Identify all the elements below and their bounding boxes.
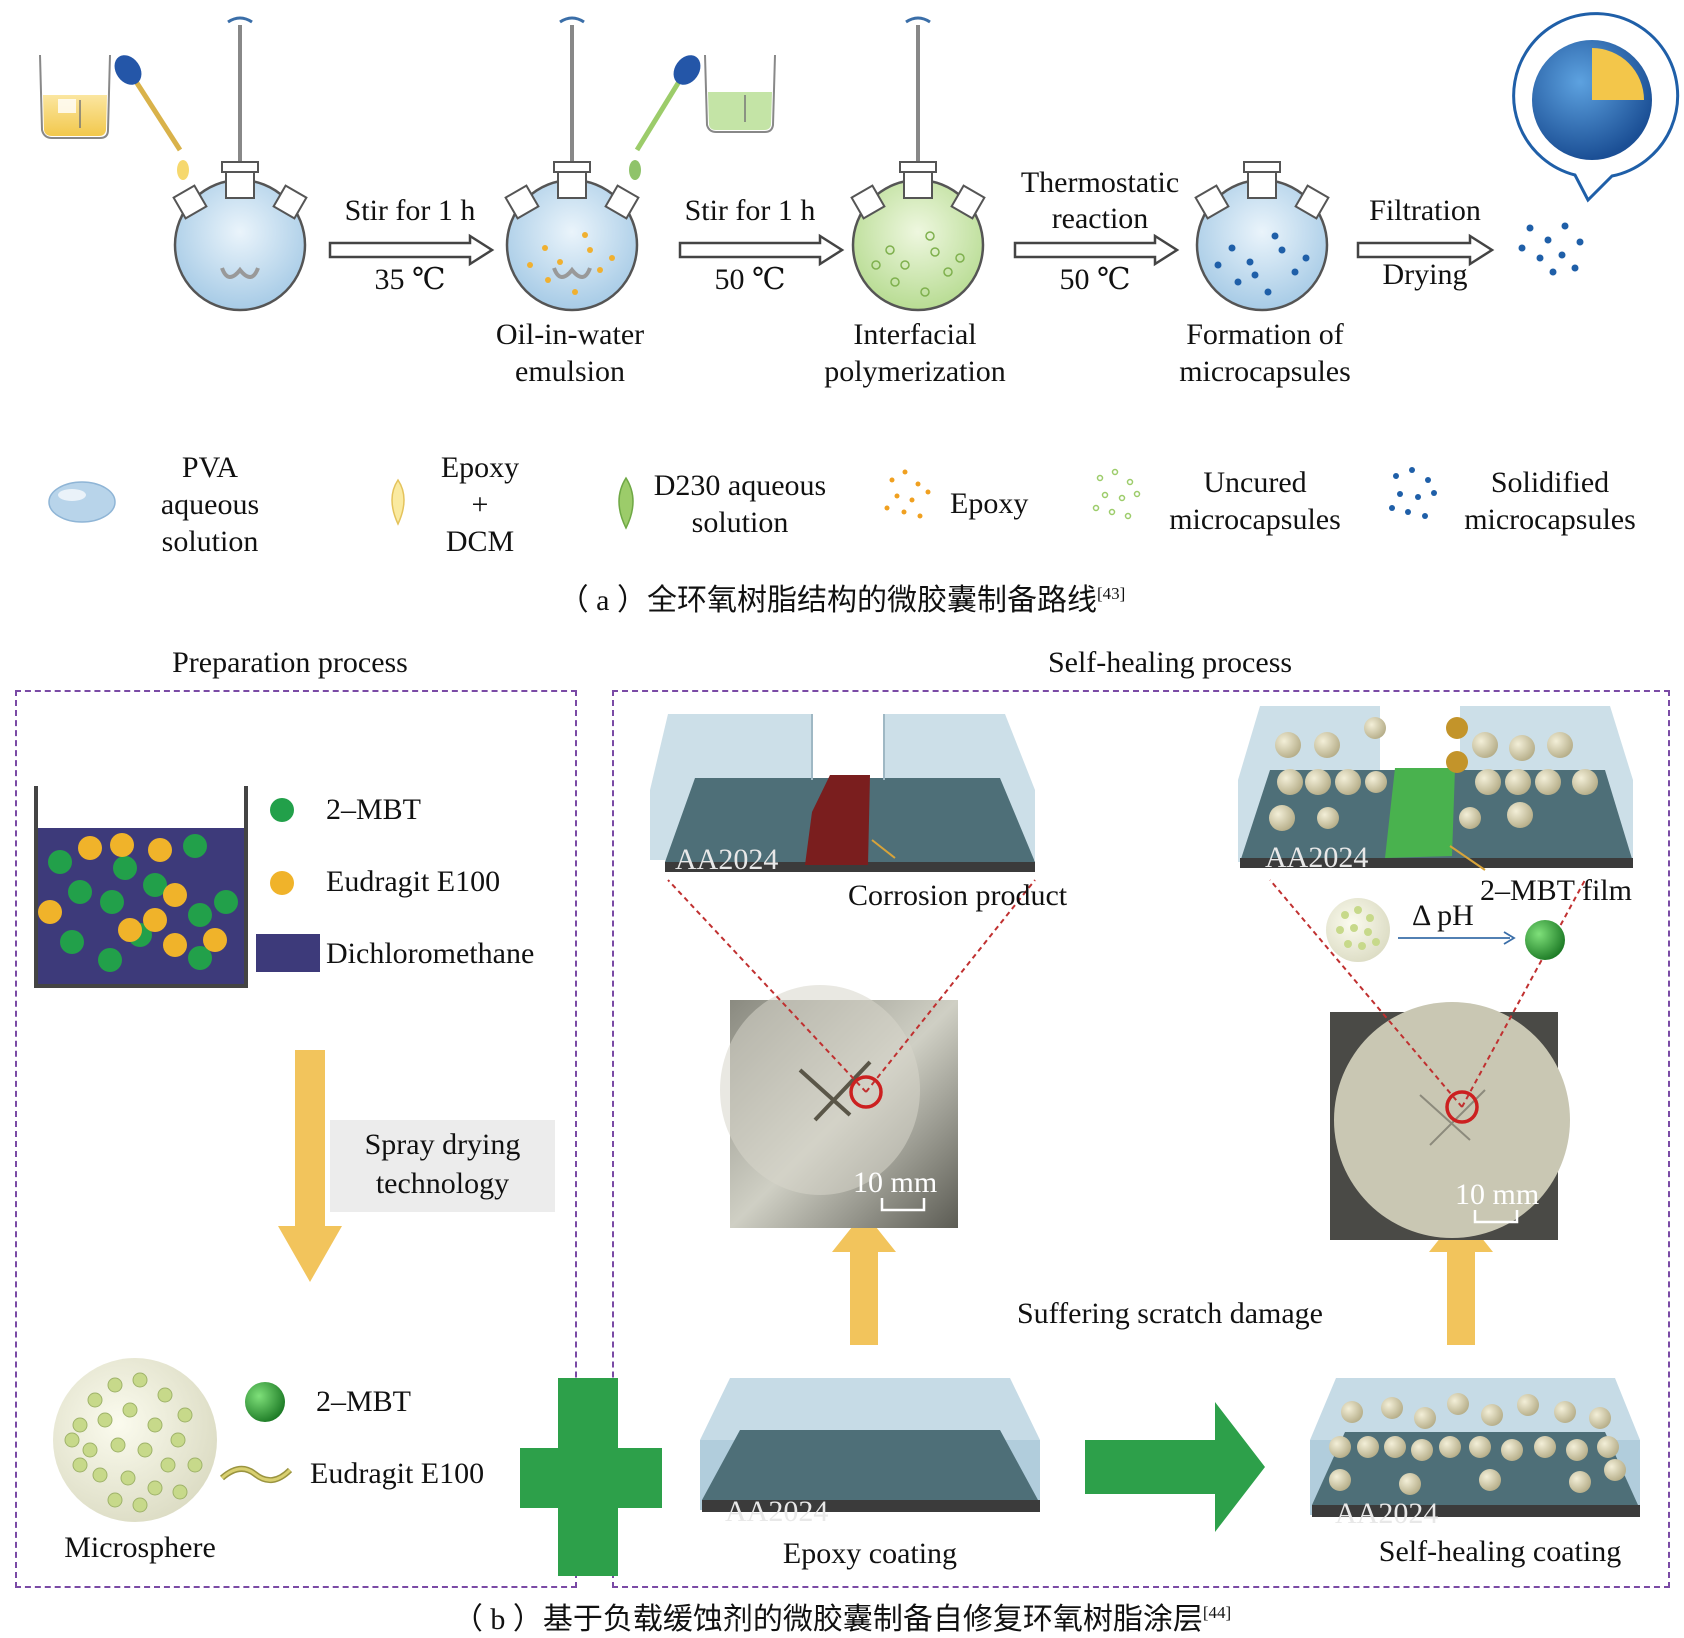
solid-microcapsule-dots [1518,222,1584,276]
dph-transition [1326,898,1565,962]
legend-epoxydcm-1: Epoxy [440,451,520,484]
photo-epoxy-scratched [720,985,958,1228]
self-healing-coating-block [1310,1378,1640,1517]
step3-top-1: Thermostatic [1020,166,1180,199]
legend-solid-1: Solidified [1490,466,1610,499]
dph-label: Δ pH [1412,899,1474,932]
flask4-label-1: Formation of [1186,318,1344,351]
film-label: 2–MBT film [1480,874,1632,907]
legend-pva-2: aqueous [160,488,260,521]
spray-label-2: technology [375,1167,510,1200]
micro-legend-eudragit: Eudragit E100 [310,1457,485,1490]
caption-a: （ a ）全环氧树脂结构的微胶囊制备路线[43] [558,584,1126,617]
legend-epoxydcm-2: + [471,488,489,521]
step3-bottom: 50 ℃ [1059,263,1131,296]
flask2-label-1: Oil-in-water [495,318,645,351]
legend-pva-3: solution [161,525,259,558]
legend-uncured-2: microcapsules [1169,503,1341,536]
legend-d230-2: solution [691,506,789,539]
scratched-epoxy-block [650,714,1035,872]
beaker-legend-mbt: 2–MBT [326,793,422,826]
legend-epoxydcm-3: DCM [445,525,515,558]
dropper-yellow [114,55,189,180]
caption-b: （ b ）基于负载缓蚀剂的微胶囊制备自修复环氧树脂涂层[44] [452,1603,1232,1636]
preparation-title: Preparation process [172,646,408,679]
step1-bottom: 35 ℃ [374,263,446,296]
flask-1 [172,16,308,312]
flask3-label-1: Interfacial [853,318,977,351]
flask4-label-2: microcapsules [1179,355,1351,388]
corrosion-label: Corrosion product [848,879,1068,912]
substrate-label-bottom-mid: AA2024 [725,1495,829,1528]
spray-label-1: Spray drying [364,1128,521,1161]
flask-3 [850,16,986,312]
step4-top: Filtration [1369,194,1481,227]
microsphere-label: Microsphere [64,1531,216,1564]
flask2-label-2: emulsion [515,355,625,388]
legend-pva-1: PVA [181,451,239,484]
step2-bottom: 50 ℃ [714,263,786,296]
flask-4 [1194,161,1330,312]
legend-uncured-1: Uncured [1203,466,1307,499]
legend-epoxy: Epoxy [950,487,1029,520]
photo-self-healing-scratched [1330,1002,1570,1240]
legend-solid-2: microcapsules [1464,503,1636,536]
micro-legend-mbt: 2–MBT [316,1385,412,1418]
microsphere-ball [53,1358,217,1522]
beaker-legend-eudragit: Eudragit E100 [326,865,501,898]
self-healing-title: Self-healing process [1047,646,1293,679]
substrate-label-topleft: AA2024 [675,843,779,876]
scratch-label: Suffering scratch damage [1017,1297,1323,1330]
step2-top: Stir for 1 h [684,194,816,227]
epoxy-coating-block [700,1378,1040,1512]
beaker-d230 [704,54,776,133]
substrate-label-bottom-right: AA2024 [1335,1497,1439,1530]
panel-a-graphics [39,12,1680,312]
beaker-legend-dcm: Dichloromethane [326,937,535,970]
step1-top: Stir for 1 h [344,194,476,227]
legend-d230-1: D230 aqueous [653,469,827,502]
panel-b-graphics [34,706,1640,1576]
flask3-label-2: polymerization [824,355,1006,388]
self-healing-box [612,690,1670,1588]
self-healing-coating-label: Self-healing coating [1378,1535,1622,1568]
microcapsule-callout [1512,12,1680,203]
healed-coating-block [1238,706,1633,871]
panel-a-legend-icons [48,467,1437,530]
substrate-label-topright: AA2024 [1265,841,1369,874]
scale-label-left: 10 mm [853,1166,938,1199]
scale-label-right: 10 mm [1455,1178,1540,1211]
dropper-green [629,55,701,180]
dcm-beaker [34,786,248,988]
preparation-box [15,690,577,1588]
flask-2 [504,16,640,312]
epoxy-coating-label: Epoxy coating [782,1537,958,1570]
beaker-epoxy-dcm [39,54,111,139]
step3-top-2: reaction [1051,202,1149,235]
step4-bottom: Drying [1382,258,1468,291]
